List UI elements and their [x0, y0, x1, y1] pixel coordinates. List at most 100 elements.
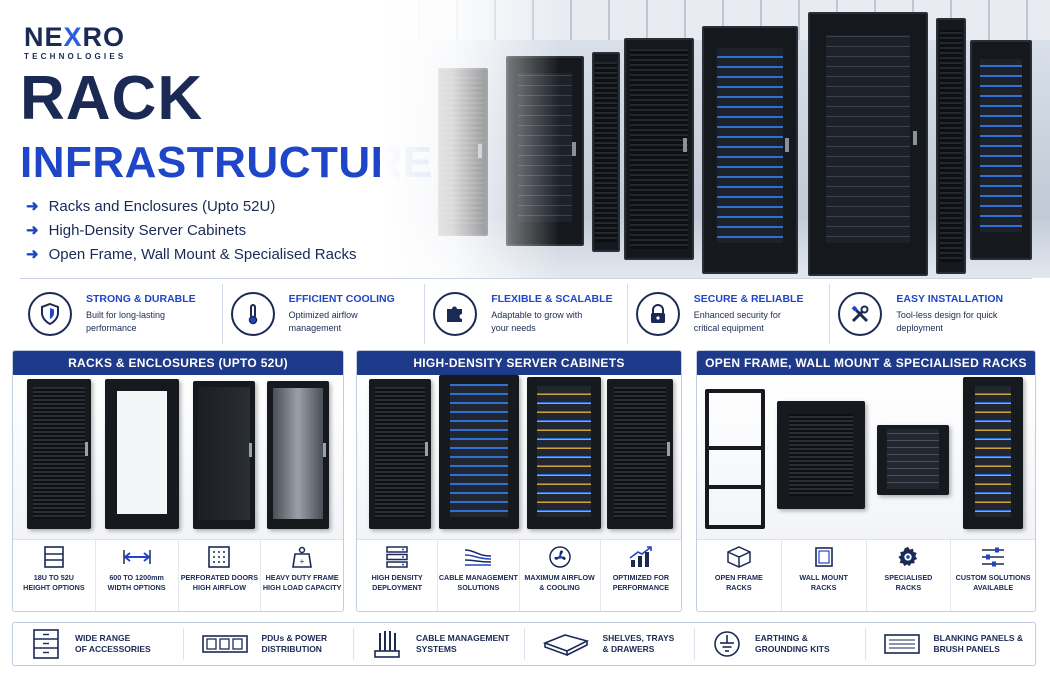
features-row: STRONG & DURABLE Built for long-lasting p…	[20, 284, 1032, 344]
pdu-icon	[201, 635, 248, 653]
feature-title: STRONG & DURABLE	[86, 293, 196, 305]
hero-rack	[970, 40, 1032, 260]
feature-title: EFFICIENT COOLING	[288, 293, 395, 305]
rack-wall-mount	[777, 401, 865, 509]
hero-bullet: ➜Racks and Enclosures (Upto 52U)	[26, 197, 276, 216]
perforated-grid-icon	[208, 546, 231, 568]
feature-item: EFFICIENT COOLING Optimized airflow manag…	[223, 284, 426, 344]
hero-rack	[808, 12, 928, 276]
cabinet-servers-cabled	[527, 377, 601, 529]
panel-product-image	[357, 375, 681, 539]
panel-open-frame-wall-mount: OPEN FRAME, WALL MOUNT & SPECIALISED RAC…	[696, 350, 1036, 612]
cabinet-servers-blue	[439, 375, 519, 529]
feature-item: SECURE & RELIABLE Enhanced security for c…	[628, 284, 831, 344]
shield-icon	[28, 292, 72, 336]
feature-title: FLEXIBLE & SCALABLE	[491, 293, 613, 305]
earthing-icon	[714, 631, 740, 657]
fan-icon	[548, 546, 571, 568]
hero-bullet: ➜High-Density Server Cabinets	[26, 221, 247, 240]
width-arrow-icon	[122, 550, 151, 564]
accessory-item: EARTHING &GROUNDING KITS	[695, 628, 866, 660]
panel-high-density-cabinets: HIGH-DENSITY SERVER CABINETS HIGH DENSIT…	[356, 350, 682, 612]
brand-logo: NEXRO TECHNOLOGIES	[24, 22, 127, 61]
panel-product-image	[13, 375, 343, 539]
puzzle-icon	[433, 292, 478, 336]
sliders-icon	[982, 547, 1005, 567]
server-stack-icon	[386, 546, 408, 568]
arrow-icon: ➜	[26, 198, 39, 215]
arrow-icon: ➜	[26, 222, 39, 239]
hero-rack	[592, 52, 620, 252]
feature-desc: Adaptable to grow with your needs	[491, 310, 583, 333]
feature-desc: Tool-less design for quick deployment	[896, 310, 998, 333]
divider	[20, 278, 1032, 279]
cabinet-perforated	[369, 379, 431, 529]
feature-item: STRONG & DURABLE Built for long-lasting p…	[20, 284, 223, 344]
arrow-icon: ➜	[26, 246, 39, 263]
drawers-icon	[33, 629, 59, 659]
rack-glass-door	[267, 381, 329, 529]
feature-item: EASY INSTALLATION Tool-less design for qu…	[830, 284, 1032, 344]
rack-open-frame	[705, 389, 765, 529]
wall-mount-icon	[814, 547, 833, 567]
cable-manager-icon	[374, 631, 400, 658]
page-title-line2: INFRASTRUCTURE	[20, 138, 433, 187]
panel-product-image	[697, 375, 1035, 539]
rack-specialised-tall	[963, 377, 1023, 529]
svg-text:+: +	[300, 557, 305, 566]
brand-tagline: TECHNOLOGIES	[24, 52, 127, 61]
feature-desc: Enhanced security for critical equipment	[693, 310, 781, 333]
feature-desc: Built for long-lasting performance	[86, 310, 166, 333]
shelf-tray-icon	[542, 634, 589, 657]
cabinet-closed	[607, 379, 673, 529]
rack-open-door	[105, 379, 179, 529]
rack-solid-door	[193, 381, 255, 529]
hero-bullet: ➜Open Frame, Wall Mount & Specialised Ra…	[26, 245, 357, 264]
hero-rack	[702, 26, 798, 274]
tools-icon	[838, 292, 883, 336]
panel-racks-enclosures: RACKS & ENCLOSURES (UPTO 52U) 18U TO 52U…	[12, 350, 344, 612]
growth-chart-icon	[629, 546, 652, 567]
gear-icon	[898, 546, 918, 567]
cable-icon	[465, 549, 492, 566]
feature-desc: Optimized airflow management	[288, 310, 358, 333]
feature-item: FLEXIBLE & SCALABLE Adaptable to grow wit…	[425, 284, 628, 344]
hero-datacenter-photo	[380, 0, 1050, 278]
thermometer-icon	[230, 292, 275, 336]
hero-rack	[936, 18, 966, 274]
rack-units-icon	[44, 546, 64, 568]
panel-title: OPEN FRAME, WALL MOUNT & SPECIALISED RAC…	[697, 351, 1035, 375]
feature-title: EASY INSTALLATION	[896, 293, 1004, 305]
accessory-item: BLANKING PANELS &BRUSH PANELS	[866, 628, 1036, 660]
accessory-item: SHELVES, TRAYS& DRAWERS	[525, 628, 695, 660]
panel-feature: MAXIMUM AIRFLOW& COOLING	[520, 540, 601, 611]
page-title-line1: RACK	[20, 64, 204, 133]
panel-title: RACKS & ENCLOSURES (UPTO 52U)	[13, 351, 343, 375]
panel-title: HIGH-DENSITY SERVER CABINETS	[357, 351, 681, 375]
lock-icon	[635, 292, 680, 336]
rack-compact-specialised	[877, 425, 949, 495]
blanking-panel-icon	[883, 634, 920, 654]
rack-perforated	[27, 379, 91, 529]
weight-icon: +	[292, 546, 313, 568]
feature-title: SECURE & RELIABLE	[693, 293, 804, 305]
open-frame-cube-icon	[727, 546, 751, 568]
hero-rack	[624, 38, 694, 260]
